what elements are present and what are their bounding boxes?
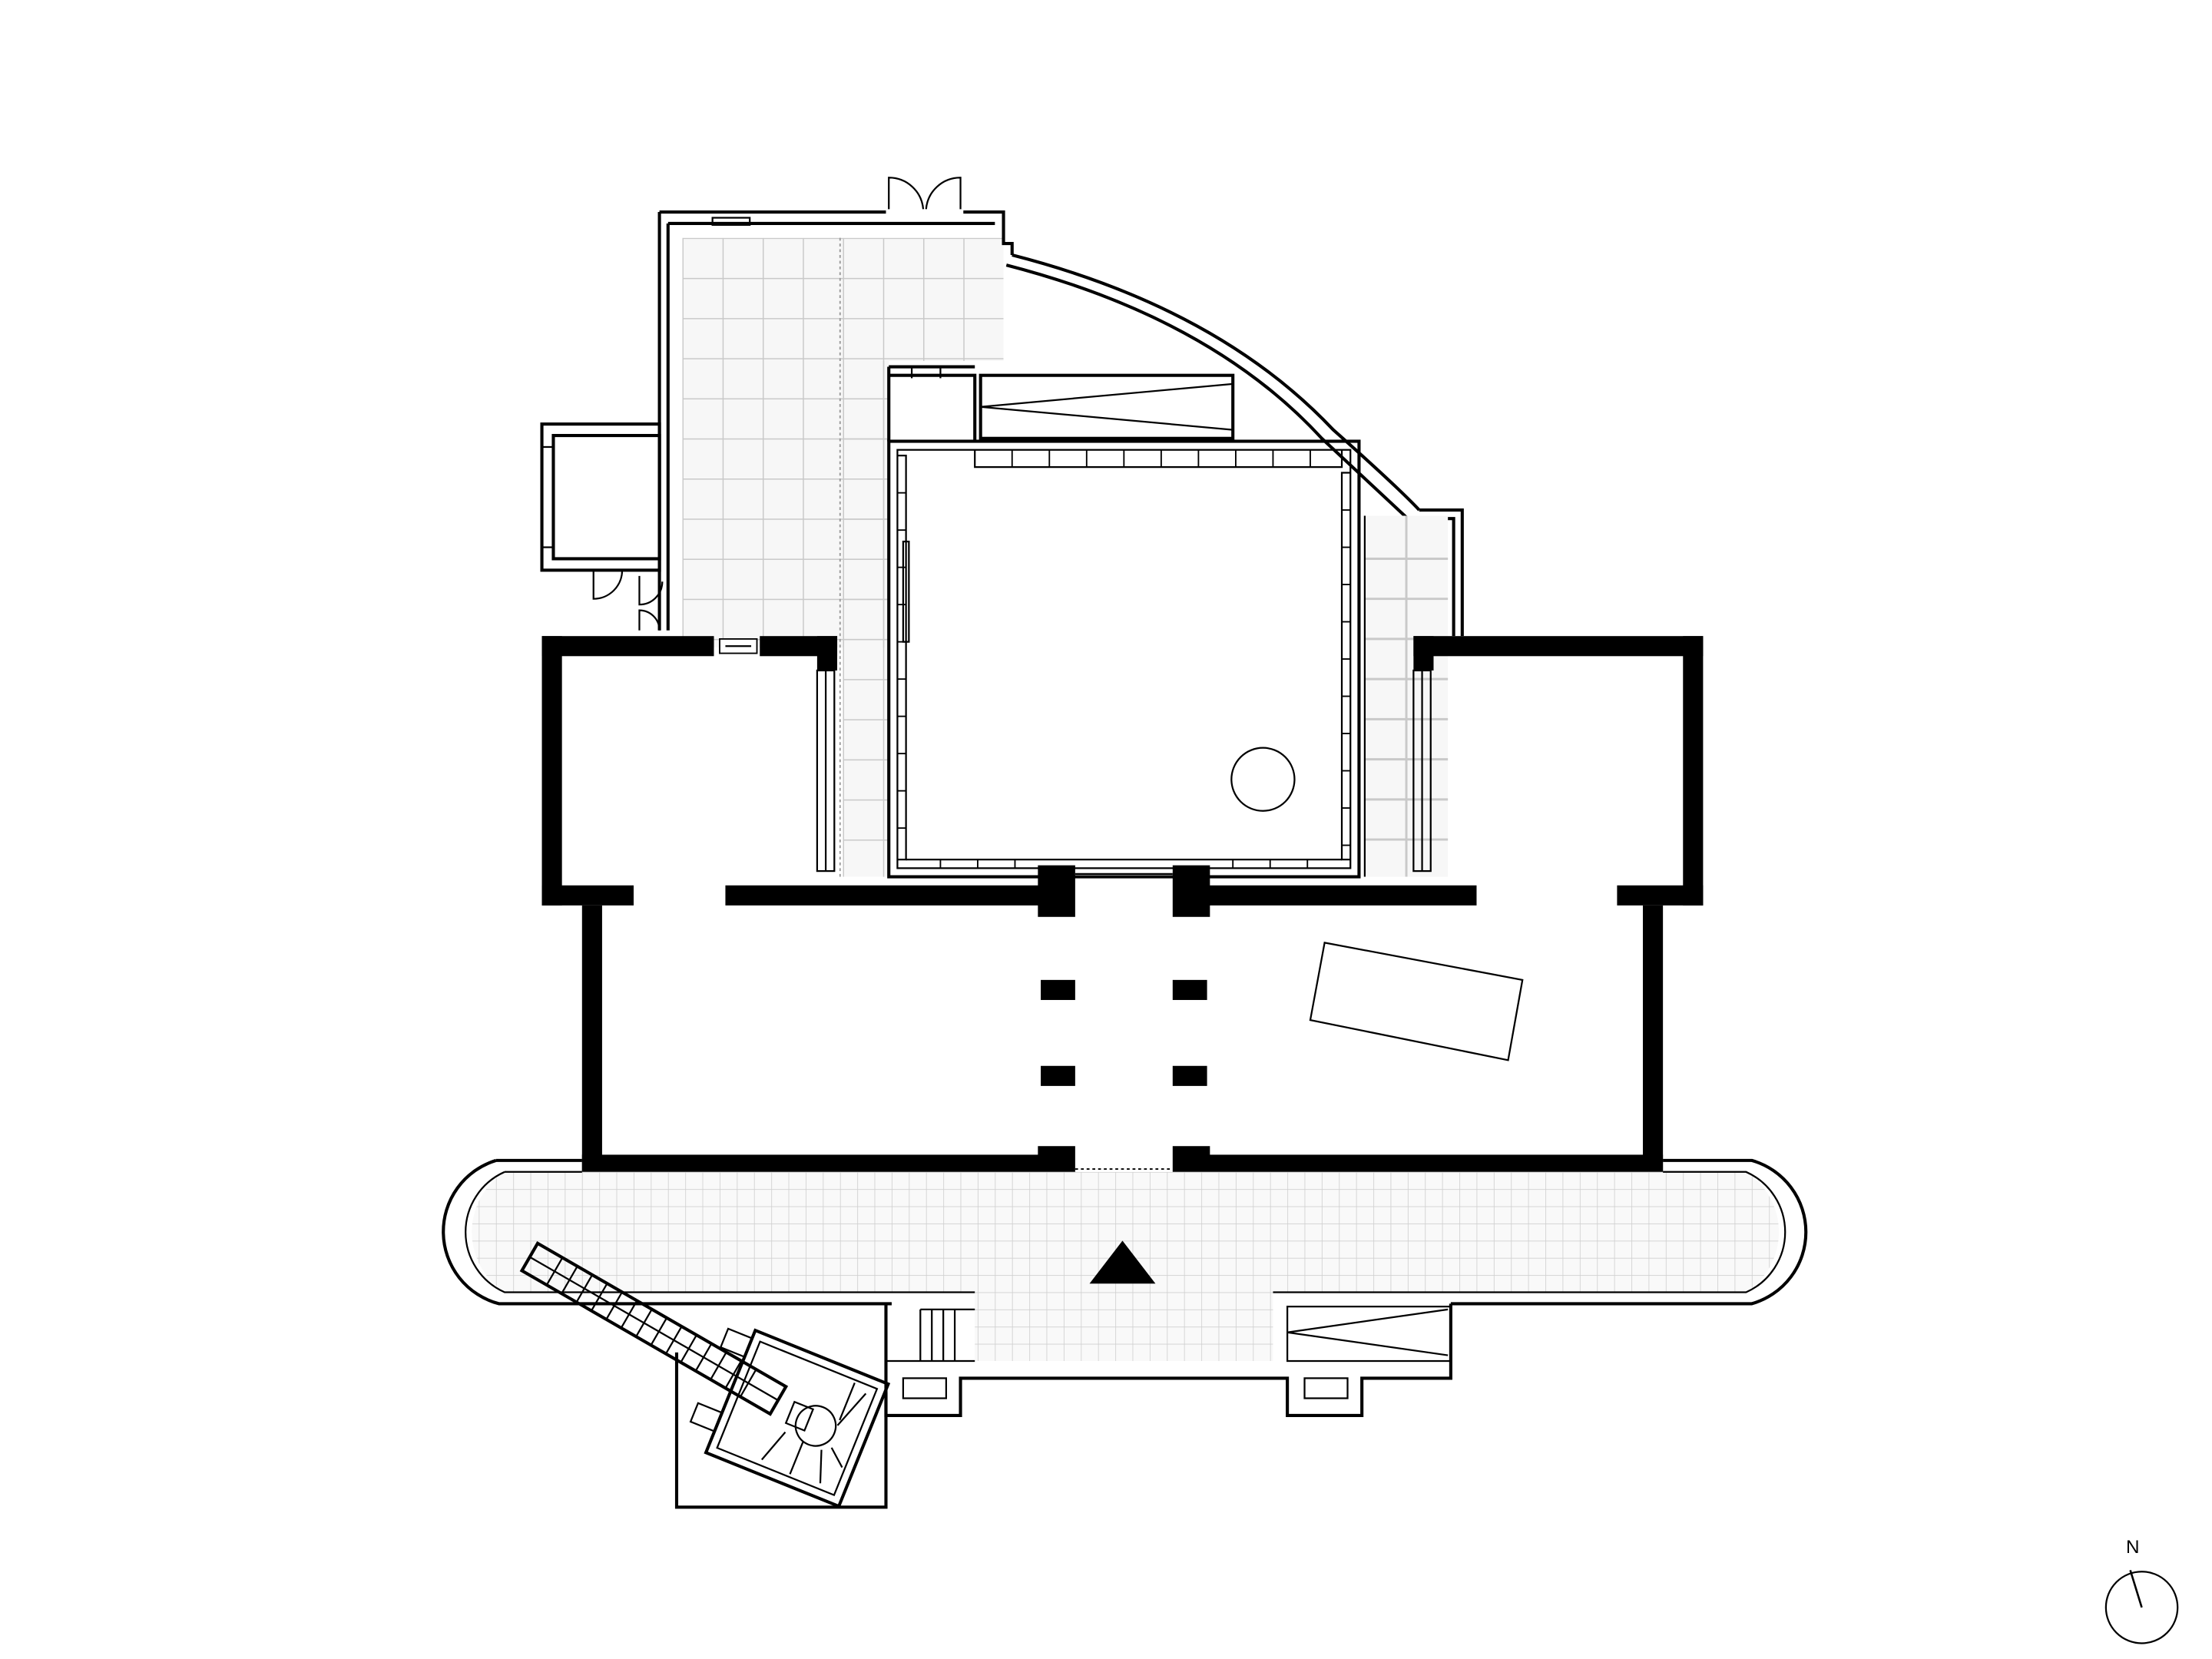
- south-terrace: [442, 1158, 1808, 1362]
- main-walls: [541, 636, 1704, 1198]
- curved-wall: [1005, 253, 1464, 637]
- north-arrow-label: N: [2126, 1537, 2140, 1558]
- north-courtyard: [657, 210, 1014, 877]
- west-annex: [540, 422, 664, 631]
- north-double-door: [886, 177, 964, 215]
- central-room: [887, 439, 1361, 879]
- table: [1309, 942, 1524, 1061]
- south-annexes: [519, 1241, 1452, 1509]
- east-tiled-strip: [1363, 515, 1449, 877]
- north-arrow: N: [2104, 1537, 2179, 1644]
- north-block: [887, 365, 1235, 442]
